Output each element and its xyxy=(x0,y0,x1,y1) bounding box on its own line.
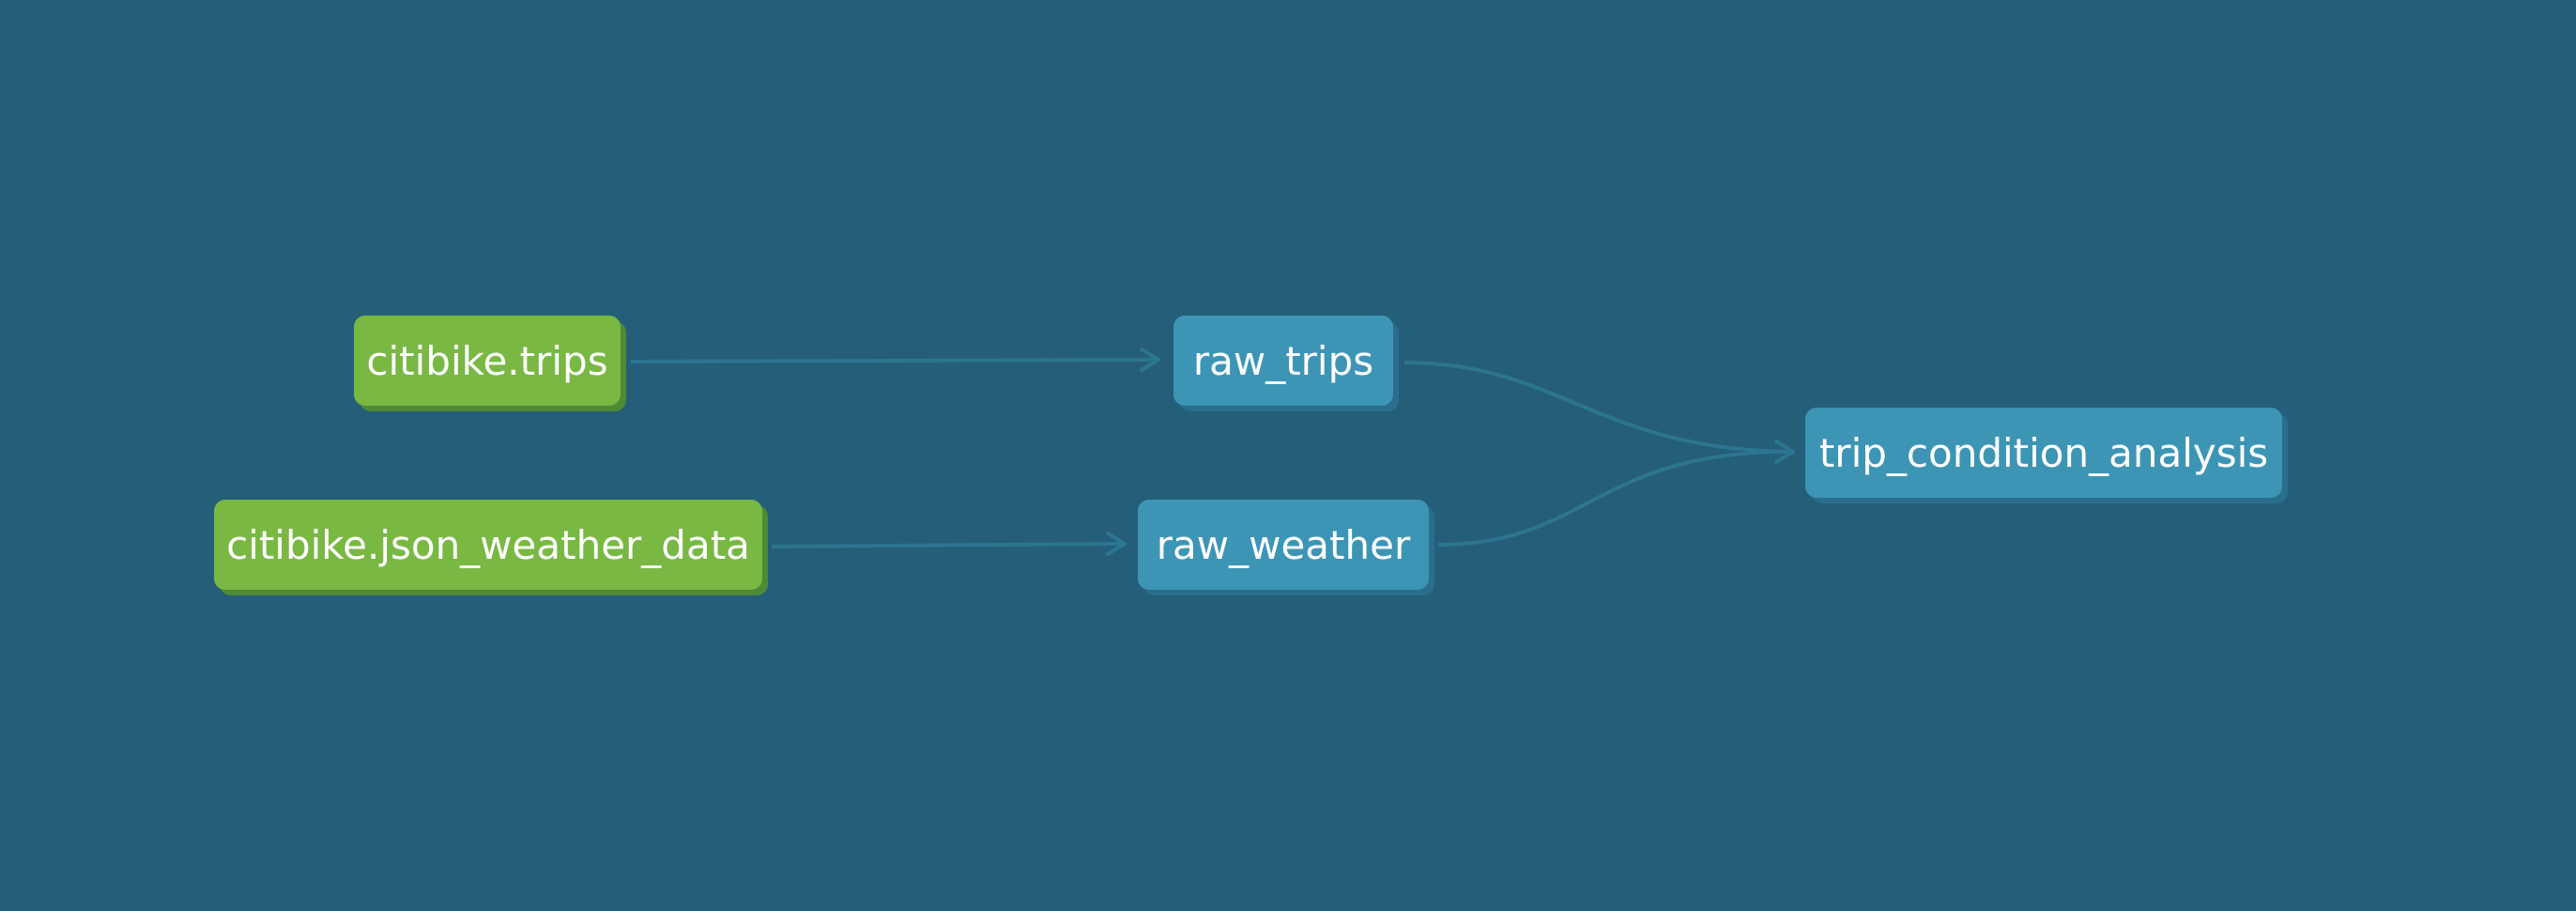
arrow-head-icon xyxy=(1774,440,1795,464)
edge-raw-trips-to-trip-condition-analysis xyxy=(1403,361,1789,454)
edge-citibike-trips-to-raw-trips xyxy=(630,357,1156,363)
node-trip-condition-analysis[interactable]: trip_condition_analysis xyxy=(1805,408,2282,498)
arrow-head-icon xyxy=(1106,532,1127,556)
edge-raw-weather-to-trip-condition-analysis xyxy=(1437,450,1789,547)
arrow-head-icon xyxy=(1140,347,1160,372)
node-raw-weather[interactable]: raw_weather xyxy=(1138,500,1429,590)
node-citibike-json-weather-data[interactable]: citibike.json_weather_data xyxy=(214,500,762,590)
edge-json-weather-to-raw-weather xyxy=(771,542,1122,548)
node-citibike-trips[interactable]: citibike.trips xyxy=(354,316,621,406)
node-raw-trips[interactable]: raw_trips xyxy=(1173,316,1393,406)
